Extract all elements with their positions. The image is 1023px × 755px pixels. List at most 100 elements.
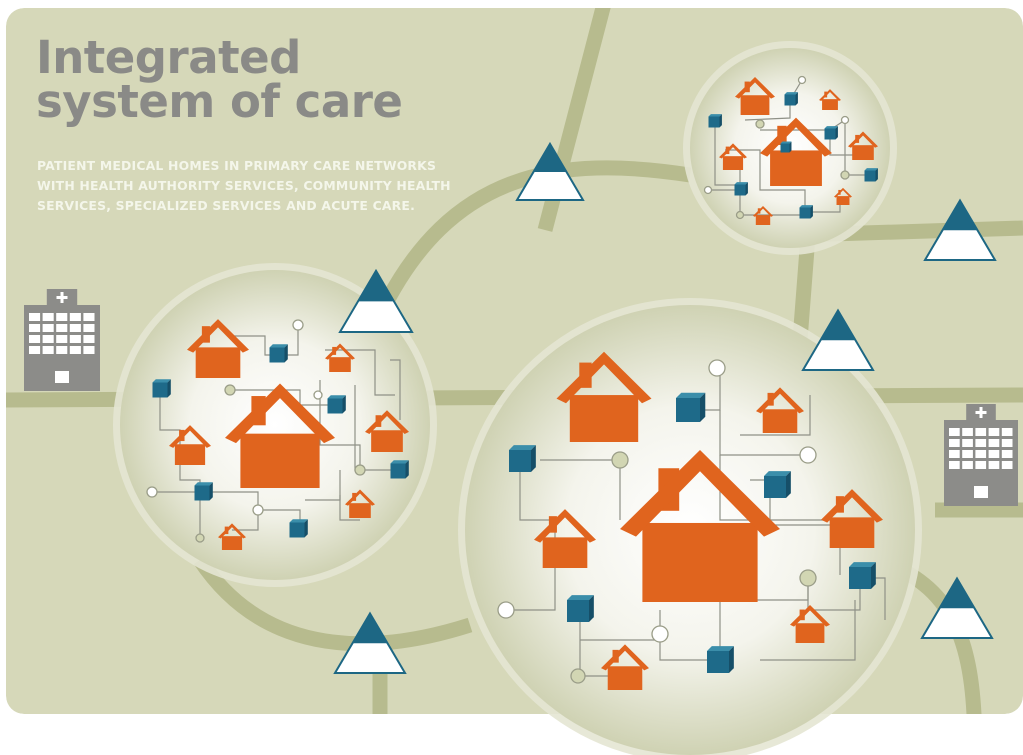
hospital-icon [24, 289, 100, 391]
cube-icon [849, 562, 876, 589]
cube-icon [764, 471, 791, 498]
primary-care-network-medium [113, 263, 437, 587]
road-segment [193, 555, 473, 652]
primary-care-network-large [458, 298, 922, 755]
house-icon [601, 644, 649, 690]
house-icon [534, 509, 596, 568]
connector-line [659, 640, 720, 661]
connector-line [390, 359, 401, 420]
house-icon [821, 489, 883, 548]
house-icon [756, 387, 804, 433]
connector-line [750, 479, 830, 526]
triangle-icon [515, 141, 585, 201]
cube-icon [824, 126, 838, 140]
connector-line [150, 491, 301, 530]
house-icon [218, 523, 246, 550]
cube-icon [269, 344, 288, 363]
connector-line [232, 510, 259, 531]
connector-line [760, 600, 856, 661]
circle-node-icon [651, 625, 669, 643]
house-icon [345, 489, 375, 518]
house-icon [790, 605, 830, 643]
house-icon [620, 450, 780, 602]
connector-line [829, 118, 870, 176]
circle-node-icon [799, 569, 817, 587]
cube-icon [194, 482, 213, 501]
circle-node-icon [570, 668, 586, 684]
connector-line [744, 79, 803, 121]
connector-line [339, 495, 360, 521]
circle-node-icon [252, 504, 264, 516]
circle-node-icon [840, 170, 850, 180]
cube-icon [676, 392, 706, 422]
house-icon [556, 351, 652, 442]
house-icon [365, 410, 409, 452]
connector-line [725, 149, 806, 212]
road-segment [373, 160, 692, 319]
circle-node-icon [611, 451, 629, 469]
circle-node-icon [840, 115, 850, 125]
diagram-subtitle: PATIENT MEDICAL HOMES IN PRIMARY CARE NE… [37, 158, 451, 213]
title-line-2: system of care [36, 75, 403, 128]
house-icon [753, 206, 773, 225]
connector-line [760, 129, 870, 156]
house-icon [187, 319, 249, 378]
cube-icon [289, 519, 308, 538]
connector-line [319, 380, 361, 470]
cube-icon [707, 646, 734, 673]
diagram-title: Integrated system of care [36, 31, 403, 128]
triangle-icon [920, 576, 994, 639]
primary-care-network-small [683, 41, 897, 255]
house-icon [834, 187, 852, 205]
connector-line [325, 349, 395, 396]
triangle-icon [923, 198, 997, 261]
cube-icon [708, 114, 722, 128]
house-icon [225, 383, 335, 488]
house-icon [760, 117, 832, 186]
circle-node-icon [313, 390, 323, 400]
house-icon [848, 131, 878, 160]
circle-node-icon [797, 75, 807, 85]
house-icon [735, 77, 775, 115]
triangle-icon [801, 308, 875, 371]
connector-line [740, 395, 811, 436]
cube-icon [509, 445, 536, 472]
connector-line [230, 389, 335, 406]
circle-node-icon [497, 601, 515, 619]
connector-line [305, 470, 341, 501]
cube-icon [567, 595, 594, 622]
triangle-icon [333, 611, 407, 674]
specialized-services [333, 141, 997, 674]
circle-node-icon [708, 359, 726, 377]
connector-line [807, 578, 861, 611]
circle-node-icon [195, 533, 205, 543]
cube-icon [734, 182, 748, 196]
connector-line [505, 565, 556, 611]
cube-icon [390, 460, 409, 479]
cube-icon [864, 168, 878, 182]
circle-node-icon [799, 446, 817, 464]
house-icon [819, 89, 841, 110]
cube-icon [780, 141, 792, 153]
cube-icon [784, 92, 798, 106]
title-line-1: Integrated [36, 31, 301, 84]
circle-node-icon [735, 210, 745, 220]
circle-node-icon [755, 119, 765, 129]
circle-node-icon [146, 486, 158, 498]
house-icon [719, 143, 747, 170]
circle-node-icon [292, 319, 304, 331]
cube-icon [327, 395, 346, 414]
circle-node-icon [354, 464, 366, 476]
cube-icon [799, 205, 813, 219]
house-icon [325, 343, 355, 372]
circle-node-icon [224, 384, 236, 396]
cube-icon [152, 379, 171, 398]
circle-node-icon [703, 185, 713, 195]
triangle-icon [338, 268, 414, 333]
hospital-icon [944, 404, 1018, 506]
connector-line [230, 327, 299, 356]
care-networks [113, 41, 922, 755]
house-icon [169, 425, 211, 465]
